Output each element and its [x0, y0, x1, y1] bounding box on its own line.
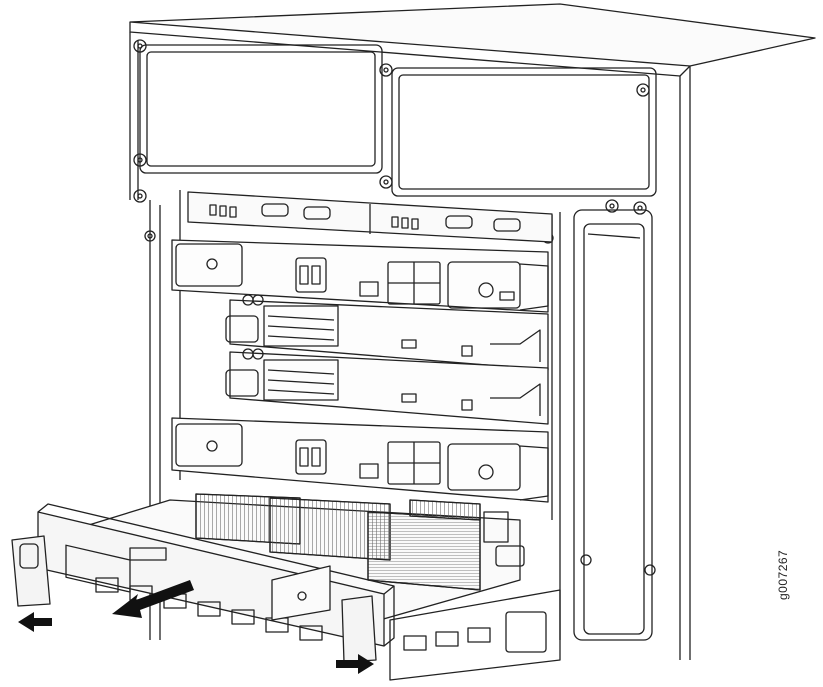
ejector-handle-left [11, 535, 51, 607]
heatsink-4 [409, 499, 481, 521]
upper-blank-panel-left [139, 44, 383, 174]
ejector-handle-right [341, 595, 377, 663]
panel-screws [133, 39, 650, 244]
chassis-frame [129, 3, 816, 660]
heatsink-3 [367, 511, 481, 591]
lower-connectors [389, 589, 561, 681]
switch-card-upper [171, 239, 549, 313]
upper-blank-panel-right [391, 67, 657, 197]
arrow-pull-card [112, 580, 194, 618]
arrow-left-ejector [18, 612, 52, 632]
line-card [11, 493, 525, 663]
fabric-card-2 [225, 348, 549, 425]
control-board-strip [187, 191, 553, 243]
switch-card-lower [171, 417, 549, 503]
arrow-right-ejector [336, 654, 374, 674]
heatsink-2 [269, 497, 391, 561]
figure-id-label: g007267 [776, 549, 790, 600]
